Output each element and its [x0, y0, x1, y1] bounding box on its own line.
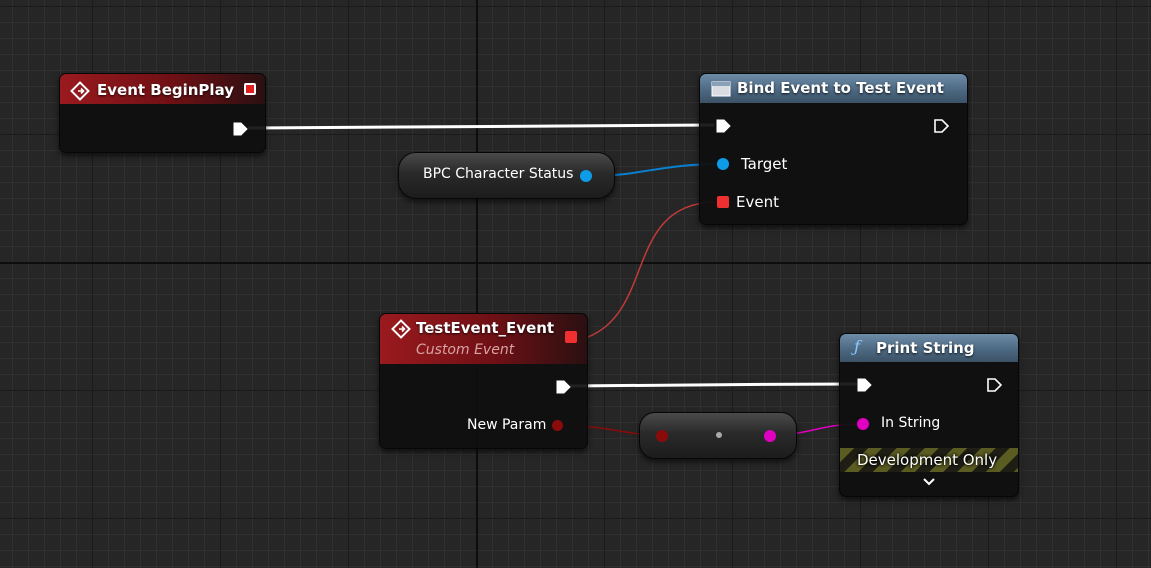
target-pin-label: Target [741, 155, 788, 173]
diamond-arrow-icon [70, 81, 90, 101]
node-header [60, 74, 265, 104]
node-title: Bind Event to Test Event [737, 79, 944, 97]
conversion-center-dot [716, 432, 722, 438]
node-header [380, 314, 587, 364]
conversion-output-pin[interactable] [764, 430, 776, 442]
exec-input-pin[interactable] [856, 377, 872, 393]
delegate-wire-event[interactable] [587, 201, 715, 338]
node-header [700, 74, 967, 103]
in-string-pin-label: In String [881, 415, 941, 431]
node-title: Print String [876, 339, 975, 357]
diamond-arrow-icon [391, 319, 411, 339]
node-header [840, 334, 1018, 362]
exec-input-pin[interactable] [715, 118, 731, 134]
exec-output-pin[interactable] [555, 379, 571, 395]
print-string-node[interactable]: ƒ Print String In String Development Onl… [839, 333, 1019, 497]
node-title: TestEvent_Event [416, 319, 555, 337]
exec-wire-custom-print[interactable] [569, 382, 858, 388]
new-param-pin-label: New Param [467, 417, 547, 433]
window-icon [711, 81, 731, 97]
function-f-icon: ƒ [854, 337, 860, 356]
chevron-down-icon[interactable] [922, 477, 936, 487]
node-subtitle: Custom Event [416, 342, 515, 358]
variable-label: BPC Character Status [423, 166, 574, 182]
event-beginplay-node[interactable]: Event BeginPlay [59, 73, 266, 153]
bind-event-node[interactable]: Bind Event to Test Event Target Event [699, 73, 968, 225]
event-pin-label: Event [736, 193, 779, 211]
delegate-output-pin[interactable] [244, 83, 256, 95]
in-string-input-pin[interactable] [857, 418, 869, 430]
exec-output-pin[interactable] [933, 118, 949, 134]
conversion-node[interactable] [639, 412, 797, 459]
new-param-output-pin[interactable] [552, 420, 563, 431]
delegate-output-pin[interactable] [565, 331, 577, 343]
exec-output-pin[interactable] [232, 121, 248, 137]
conversion-input-pin[interactable] [656, 430, 668, 442]
object-output-pin[interactable] [580, 170, 592, 182]
custom-event-node[interactable]: TestEvent_Event Custom Event New Param [379, 313, 588, 449]
node-title: Event BeginPlay [97, 81, 235, 99]
exec-wire-beginplay-bind[interactable] [247, 123, 715, 130]
development-only-label: Development Only [857, 451, 998, 469]
development-only-banner [840, 448, 1018, 472]
character-status-variable-node[interactable]: BPC Character Status [398, 152, 615, 199]
target-input-pin[interactable] [717, 158, 729, 170]
exec-output-pin[interactable] [986, 377, 1002, 393]
event-input-pin[interactable] [717, 196, 729, 208]
